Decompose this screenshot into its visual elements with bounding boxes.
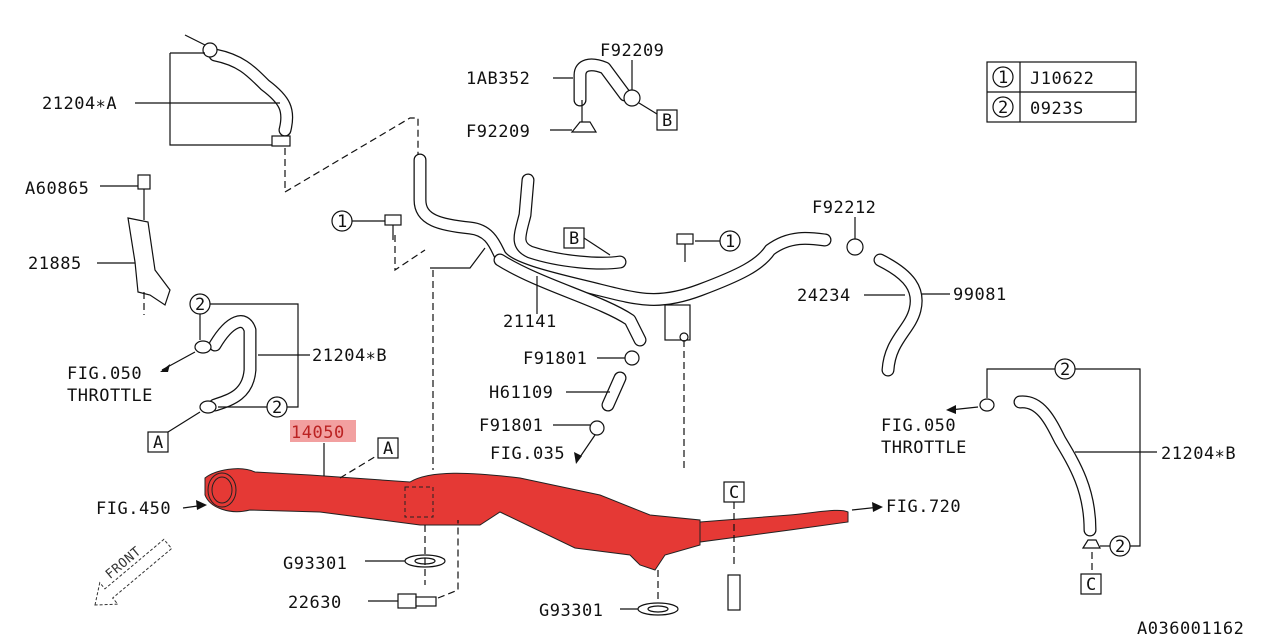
legend-part-1: J10622 <box>1030 69 1094 89</box>
ref-fig050-left[interactable]: FIG.050 <box>67 364 142 384</box>
label-g93301-bottom[interactable]: G93301 <box>539 601 603 621</box>
bolt-left[interactable] <box>384 214 402 226</box>
sensor-22630[interactable] <box>368 520 459 609</box>
ref-fig720[interactable]: FIG.720 <box>886 497 961 517</box>
hose-99081[interactable] <box>846 217 950 377</box>
legend-table: 1 J10622 2 0923S <box>986 61 1137 123</box>
bolt-right[interactable] <box>676 233 694 245</box>
ref-2-right-bottom: 2 <box>1115 537 1126 557</box>
ref-fig450[interactable]: FIG.450 <box>96 499 171 519</box>
ref-a-left: A <box>153 433 164 453</box>
ref-c-right: C <box>1086 575 1097 595</box>
ref-box-b-top <box>656 109 678 131</box>
label-24234[interactable]: 24234 <box>797 286 851 306</box>
gasket-g93301-bottom[interactable] <box>620 570 679 616</box>
hose-stub-c[interactable] <box>727 574 741 611</box>
label-a60865[interactable]: A60865 <box>25 179 89 199</box>
ref-2-left-bottom: 2 <box>272 398 283 418</box>
label-f92209-bottom[interactable]: F92209 <box>466 122 530 142</box>
label-f91801-top[interactable]: F91801 <box>523 349 587 369</box>
label-g93301-left[interactable]: G93301 <box>283 554 347 574</box>
front-arrow: FRONT <box>94 538 173 606</box>
label-21885[interactable]: 21885 <box>28 254 82 274</box>
label-21204b-right[interactable]: 21204∗B <box>1161 444 1236 464</box>
ref-c-mid: C <box>729 483 740 503</box>
part-14050-highlighted[interactable] <box>204 443 849 571</box>
label-14050-highlight <box>290 420 356 442</box>
hose-21204a[interactable] <box>135 34 419 194</box>
label-14050[interactable]: 14050 <box>291 423 345 443</box>
ref-1-right: 1 <box>725 232 736 252</box>
ref-b-mid: B <box>569 229 580 249</box>
ref-2-left-top: 2 <box>195 295 206 315</box>
ref-fig035[interactable]: FIG.035 <box>490 444 565 464</box>
ref-box-a-left <box>147 431 169 453</box>
label-f92212[interactable]: F92212 <box>812 198 876 218</box>
diagram-id: A036001162 <box>1137 619 1244 636</box>
hose-h61109[interactable] <box>553 350 640 464</box>
ref-throttle-left[interactable]: THROTTLE <box>67 386 153 406</box>
label-f92209-top[interactable]: F92209 <box>600 41 664 61</box>
legend-symbol-2: 2 <box>998 98 1009 118</box>
gasket-g93301-left[interactable] <box>365 525 446 585</box>
pipe-21141[interactable] <box>394 153 832 470</box>
legend-part-2: 0923S <box>1030 99 1084 119</box>
ref-throttle-right[interactable]: THROTTLE <box>881 438 967 458</box>
label-21204b-left[interactable]: 21204∗B <box>312 346 387 366</box>
ref-1-left: 1 <box>337 212 348 232</box>
ref-box-c-right <box>1080 573 1102 595</box>
label-f91801-bottom[interactable]: F91801 <box>479 416 543 436</box>
label-22630[interactable]: 22630 <box>288 593 342 613</box>
label-h61109[interactable]: H61109 <box>489 383 553 403</box>
label-99081[interactable]: 99081 <box>953 285 1007 305</box>
legend-symbol-1: 1 <box>998 68 1009 88</box>
elbow-1ab352[interactable] <box>550 58 658 133</box>
bracket-21885[interactable] <box>97 174 171 315</box>
label-1ab352[interactable]: 1AB352 <box>466 69 530 89</box>
front-label: FRONT <box>103 544 145 582</box>
hose-21204b-left[interactable] <box>160 303 310 433</box>
ref-box-a-mid <box>377 437 399 459</box>
label-21141[interactable]: 21141 <box>503 312 557 332</box>
hose-21204b-right[interactable] <box>946 368 1157 572</box>
ref-fig050-right[interactable]: FIG.050 <box>881 416 956 436</box>
ref-a-mid: A <box>383 439 394 459</box>
ref-2-right-top: 2 <box>1060 360 1071 380</box>
ref-b-top: B <box>662 111 673 131</box>
label-21204a[interactable]: 21204∗A <box>42 94 117 114</box>
